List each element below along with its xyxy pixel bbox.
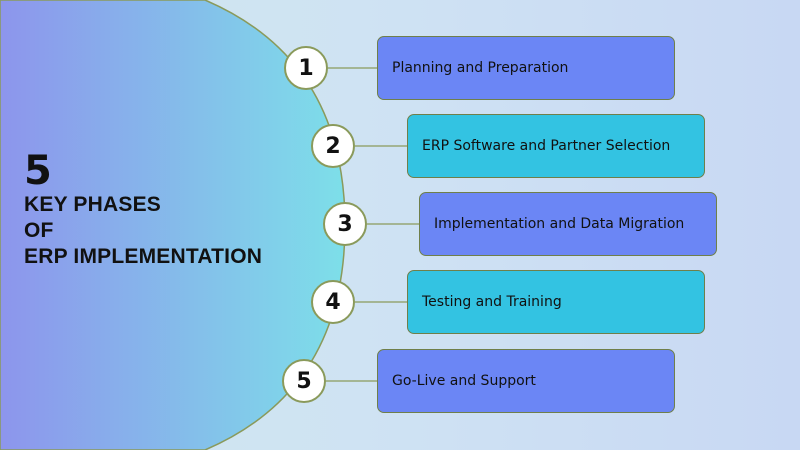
title-block: 5 KEY PHASES OF ERP IMPLEMENTATION	[24, 150, 262, 270]
phase-3-number-circle: 3	[323, 202, 367, 246]
phase-2-number-circle: 2	[311, 124, 355, 168]
phase-1-number-circle: 1	[284, 46, 328, 90]
title-number: 5	[24, 148, 52, 194]
phase-5-box: Go-Live and Support	[377, 349, 675, 413]
phase-5-number-circle: 5	[282, 359, 326, 403]
connector-lines	[326, 67, 419, 382]
phase-4-number-circle: 4	[311, 280, 355, 324]
title-line-1: KEY PHASES	[24, 193, 161, 216]
phase-2-box: ERP Software and Partner Selection	[407, 114, 705, 178]
title-line-2: OF	[24, 219, 54, 242]
phase-1-box: Planning and Preparation	[377, 36, 675, 100]
phase-3-box: Implementation and Data Migration	[419, 192, 717, 256]
phase-4-box: Testing and Training	[407, 270, 705, 334]
title-line-3: ERP IMPLEMENTATION	[24, 245, 263, 268]
